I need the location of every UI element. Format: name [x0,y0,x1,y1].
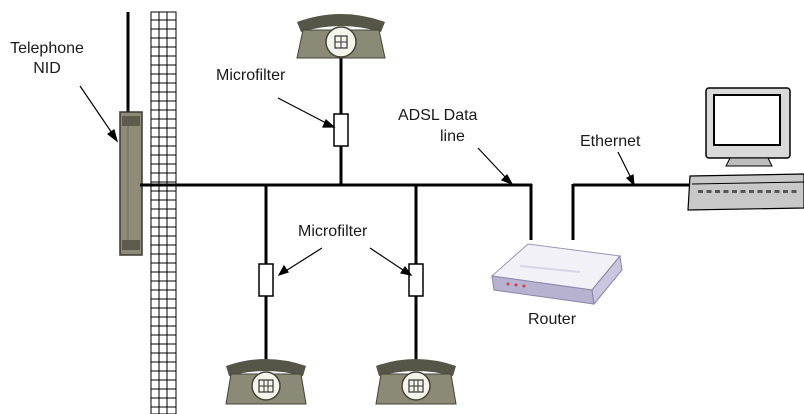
router-label: Router [528,311,577,328]
keyboard-key [774,190,780,193]
microfilter-icon [258,263,274,297]
wiring [140,55,700,362]
microfilter-icon [408,263,424,297]
nid-box-icon [119,111,143,256]
keyboard-key [740,190,746,193]
keyboard-key [715,190,720,193]
adsl-label-line1: ADSL Data [398,107,478,124]
keyboard-key [698,190,703,193]
microfilter-bottom-label: Microfilter [298,223,368,240]
telephone-icon [375,359,457,405]
telephone-icon [296,14,386,59]
keyboard-key [766,190,771,193]
keyboard-key [706,190,712,193]
keyboard-key [749,190,754,193]
telephone-pole [150,11,177,414]
keyboard-key [723,190,729,193]
keyboard-key [757,190,763,193]
keyboard-key [783,190,788,193]
nid-label-line2: NID [33,60,61,77]
microfilter-icon [333,113,349,147]
keyboard-key [732,190,737,193]
router-icon [490,243,623,306]
microfilter-top-label: Microfilter [216,67,286,84]
nid-label-line1: Telephone [10,40,84,57]
keyboard-key [791,190,797,193]
annotation-arrows [79,85,635,277]
adsl-label-line2: line [440,128,465,145]
telephone-icon [225,359,307,405]
ethernet-label: Ethernet [580,133,641,150]
computer-icon [687,87,804,211]
